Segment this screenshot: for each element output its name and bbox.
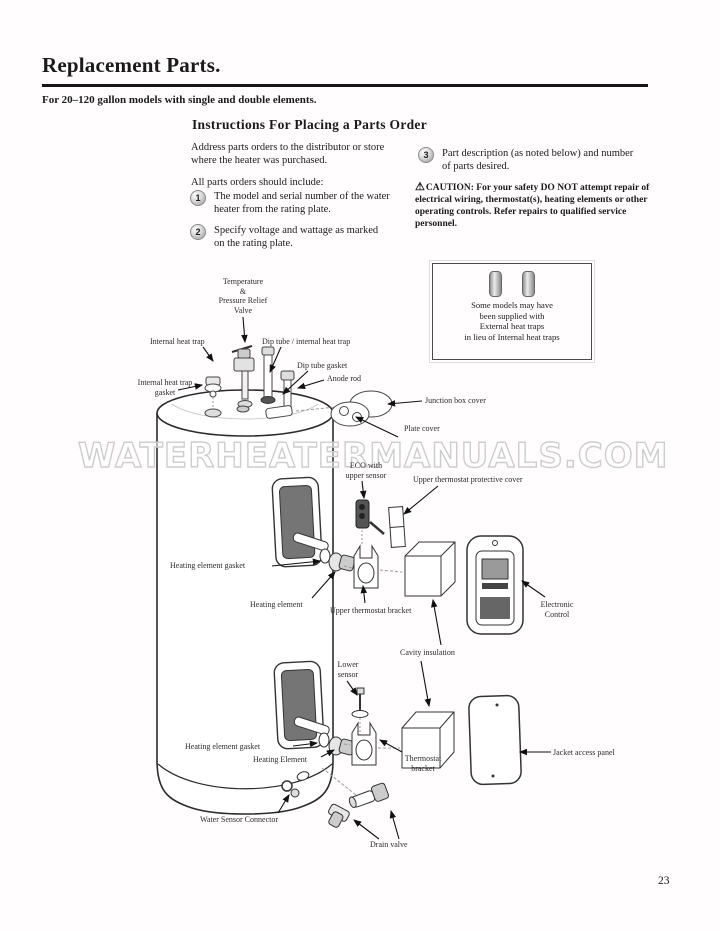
internal-heat-trap-and-gasket <box>204 376 222 418</box>
label-eco-with-upper-sensor: ECO with upper sensor <box>345 461 387 480</box>
label-cavity-insulation: Cavity insulation <box>400 648 455 657</box>
page-subtitle: For 20–120 gallon models with single and… <box>42 94 317 106</box>
label-thermostat-bracket: Thermostat bracket <box>404 754 442 773</box>
caution-text: For your safety DO NOT attempt repair of… <box>415 183 650 229</box>
electronic-control-part <box>466 535 524 635</box>
step-3-number-badge: 3 <box>418 147 434 163</box>
jacket-access-panel-part <box>468 694 522 786</box>
label-drain-valve: Drain valve <box>370 840 408 849</box>
page-number: 23 <box>658 875 670 887</box>
title-rule <box>42 84 648 87</box>
anode-rod-part <box>236 370 295 419</box>
step-2-text: Specify voltage and wattage as marked on… <box>214 225 379 249</box>
label-junction-box-cover: Junction box cover <box>425 396 486 405</box>
step-1-number-badge: 1 <box>190 190 206 206</box>
upper-thermostat-protective-cover-part <box>388 506 406 548</box>
label-dip-tube-gasket: Dip tube gasket <box>297 361 348 370</box>
label-dip-tube-internal-heat-trap: Dip tube / internal heat trap <box>262 337 351 346</box>
callout-arrows <box>177 316 551 840</box>
upper-cavity-insulation-part <box>404 541 456 597</box>
drain-valve-parts <box>321 767 389 828</box>
step-1-text: The model and serial number of the water… <box>214 191 390 215</box>
caution-paragraph: ⚠CAUTION: For your safety DO NOT attempt… <box>415 181 667 230</box>
label-heating-element: Heating element <box>250 600 303 609</box>
label-water-sensor-connector: Water Sensor Connector <box>200 815 278 824</box>
lower-element-opening <box>273 660 325 750</box>
water-sensor-connector-part <box>281 771 310 798</box>
upper-heating-element <box>292 532 356 572</box>
lower-thermostat-bracket-part <box>343 721 400 766</box>
dip-tube-part <box>260 346 276 404</box>
label-internal-heat-trap: Internal heat trap <box>150 337 205 346</box>
instructions-intro: Address parts orders to the distributor … <box>191 142 385 166</box>
upper-element-opening <box>271 476 323 568</box>
label-internal-heat-trap-gasket: Internal heat trap gasket <box>137 378 193 397</box>
label-lower-heating-element-gasket: Heating element gasket <box>185 742 261 751</box>
instructions-heading: Instructions For Placing a Parts Order <box>192 117 427 132</box>
label-lower-sensor: Lower sensor <box>337 660 359 679</box>
page-title: Replacement Parts. <box>42 53 221 77</box>
upper-thermostat-bracket-part <box>343 544 403 589</box>
external-heat-traps-note-box: Some models may have been supplied with … <box>432 263 592 360</box>
label-electronic-control: Electronic Control <box>540 600 574 619</box>
caution-label: CAUTION: <box>425 183 474 193</box>
heat-trap-cylinder-icon <box>522 271 535 297</box>
instructions-include-label: All parts orders should include: <box>191 177 324 188</box>
label-plate-cover: Plate cover <box>404 424 440 433</box>
step-3-text: Part description (as noted below) and nu… <box>442 148 634 172</box>
heat-trap-icons-row <box>433 271 591 297</box>
heat-trap-cylinder-icon <box>489 271 502 297</box>
note-box-text: Some models may have been supplied with … <box>464 300 560 342</box>
caution-warning-icon: ⚠ <box>415 181 425 193</box>
label-upper-heating-element-gasket: Heating element gasket <box>170 561 246 570</box>
label-anode-rod: Anode rod <box>327 374 361 383</box>
label-upper-thermostat-bracket: Upper thermostat bracket <box>330 606 412 615</box>
lower-sensor-part <box>351 687 369 736</box>
label-temperature-pressure-relief-valve: Temperature & Pressure Relief Valve <box>218 277 268 315</box>
temperature-pressure-relief-valve-part <box>231 345 255 408</box>
label-upper-thermostat-protective-cover: Upper thermostat protective cover <box>413 475 523 484</box>
step-2-number-badge: 2 <box>190 224 206 240</box>
eco-upper-sensor-part <box>355 499 385 545</box>
label-jacket-access-panel: Jacket access panel <box>553 748 615 757</box>
lower-cavity-insulation-part <box>401 711 455 769</box>
label-lower-heating-element: Heating Element <box>253 755 307 764</box>
